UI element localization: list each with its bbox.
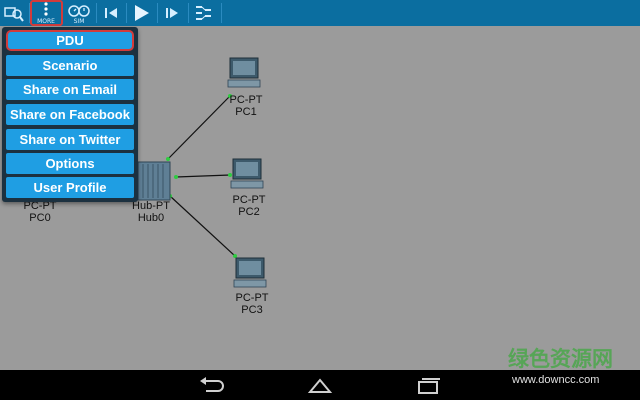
pc1-label: PC-PT PC1	[220, 94, 272, 118]
hub0-label: Hub-PT Hub0	[124, 200, 178, 224]
more-highlight	[30, 0, 63, 26]
hub0-type: Hub-PT	[132, 200, 170, 212]
home-icon[interactable]	[306, 376, 334, 394]
sim-button[interactable]: SIM	[64, 0, 94, 26]
event-list-icon	[196, 6, 211, 20]
menu-item-pdu[interactable]: PDU	[6, 30, 134, 51]
menu-item-share-facebook[interactable]: Share on Facebook	[6, 104, 134, 125]
pc3-name: PC3	[241, 304, 263, 316]
back-icon[interactable]	[198, 377, 226, 393]
android-nav-bar	[0, 370, 640, 400]
menu-item-user-profile[interactable]: User Profile	[6, 177, 134, 198]
menu-item-share-twitter[interactable]: Share on Twitter	[6, 129, 134, 150]
link-hub0-pc3	[169, 195, 236, 257]
sim-label: SIM	[73, 18, 85, 25]
top-toolbar: MORE SIM	[0, 0, 640, 26]
camera-search-icon	[4, 7, 24, 22]
menu-item-share-email[interactable]: Share on Email	[6, 79, 134, 100]
play-button[interactable]	[128, 0, 154, 26]
link-hub0-pc1	[167, 95, 231, 160]
pc3-type: PC-PT	[235, 292, 269, 304]
more-label: MORE	[37, 18, 55, 25]
pc3-label: PC-PT PC3	[226, 292, 278, 316]
recent-apps-icon[interactable]	[416, 376, 442, 394]
pc2-type: PC-PT	[232, 194, 266, 206]
pc-icon[interactable]	[233, 257, 267, 288]
pc0-label: PC-PT PC0	[14, 200, 66, 224]
step-back-button[interactable]	[98, 0, 124, 26]
step-back-icon	[105, 8, 117, 18]
step-forward-icon	[166, 8, 178, 18]
pc-icon[interactable]	[227, 57, 261, 88]
more-vertical-icon	[44, 2, 48, 16]
inspect-tool-button[interactable]	[2, 0, 26, 26]
watermark-url: www.downcc.com	[512, 374, 600, 386]
stopwatch-icon	[68, 4, 90, 17]
watermark-text: 绿色资源网	[508, 347, 613, 371]
hub-icon[interactable]	[137, 161, 171, 201]
menu-item-scenario[interactable]: Scenario	[6, 55, 134, 76]
link-hub0-pc2	[175, 174, 231, 178]
event-list-button[interactable]	[190, 0, 218, 26]
pc2-label: PC-PT PC2	[223, 194, 275, 218]
play-icon	[135, 5, 149, 21]
hub0-name: Hub0	[137, 212, 165, 224]
pc0-name: PC0	[29, 212, 51, 224]
pc1-type: PC-PT	[229, 94, 263, 106]
pc0-type: PC-PT	[23, 200, 57, 212]
menu-item-options[interactable]: Options	[6, 153, 134, 174]
more-dropdown-menu: PDU Scenario Share on Email Share on Fac…	[2, 27, 138, 202]
pc1-name: PC1	[235, 106, 257, 118]
step-forward-button[interactable]	[159, 0, 185, 26]
pc2-name: PC2	[238, 206, 260, 218]
more-button[interactable]: MORE	[31, 0, 61, 26]
pc-icon[interactable]	[230, 158, 264, 189]
